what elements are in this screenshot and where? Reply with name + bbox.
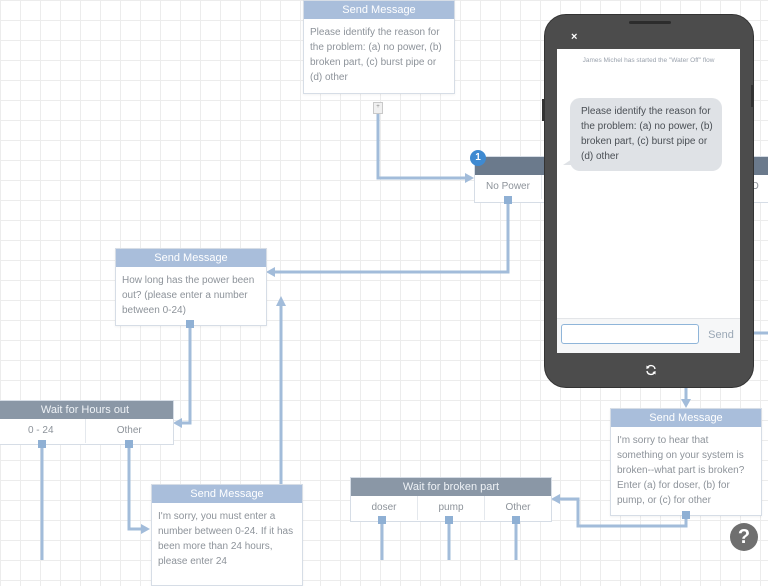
wait-broken-option-doser[interactable]: doser: [351, 496, 418, 520]
node-message-text: How long has the power been out? (please…: [122, 275, 255, 316]
broken-exit-port[interactable]: [682, 511, 690, 519]
wait-broken-option-other[interactable]: Other: [505, 502, 531, 513]
arrow-head-wait-broken: [551, 494, 560, 504]
send-button[interactable]: Send: [708, 329, 734, 341]
node-header: Send Message: [152, 485, 302, 503]
hours-other-exit-port[interactable]: [125, 440, 133, 448]
phone-screen: James Michel has started the "Water Off"…: [557, 49, 740, 353]
message-input[interactable]: [561, 324, 699, 344]
wait-broken-part-node[interactable]: Wait for broken part doser pump Other: [350, 477, 552, 522]
arrow-head-wait-hours: [173, 418, 182, 428]
node-message-text: I'm sorry to hear that something on your…: [617, 435, 745, 506]
flow-started-message: James Michel has started the "Water Off"…: [582, 57, 715, 64]
connector-other-to-sorry: [127, 448, 142, 531]
reset-icon[interactable]: [645, 364, 657, 376]
connector-nopower-to-power-out: [274, 204, 510, 274]
ruleset-option-other[interactable]: O: [751, 181, 759, 192]
phone-side-button: [542, 99, 545, 121]
ruleset-exit-port[interactable]: [504, 196, 512, 204]
node-message-text: I'm sorry, you must enter a number betwe…: [158, 511, 294, 567]
arrow-head-power-out: [266, 267, 275, 277]
pump-exit-port[interactable]: [445, 516, 453, 524]
ruleset-option-no-power[interactable]: No Power: [475, 175, 542, 199]
send-message-identify-node[interactable]: Send Message Please identify the reason …: [303, 0, 455, 94]
hours-range-exit-port[interactable]: [38, 440, 46, 448]
phone-speaker: [629, 21, 671, 24]
help-button[interactable]: ?: [730, 523, 758, 551]
doser-exit-port[interactable]: [378, 516, 386, 524]
connector-identify-to-ruleset: [376, 114, 466, 180]
connector-power-out-to-wait-hours: [180, 328, 192, 425]
message-composer: Send: [557, 318, 740, 353]
wait-hours-node[interactable]: Wait for Hours out 0 - 24 Other: [0, 400, 174, 445]
broken-other-exit-port[interactable]: [512, 516, 520, 524]
node-header: Send Message: [116, 249, 266, 267]
wait-broken-option-pump[interactable]: pump: [418, 496, 485, 520]
arrow-head-broken: [681, 399, 691, 408]
phone-simulator: × James Michel has started the "Water Of…: [542, 14, 754, 388]
arrow-head-sorry: [141, 524, 150, 534]
wait-hours-option-other[interactable]: Other: [116, 425, 142, 436]
close-simulator-icon[interactable]: ×: [571, 31, 578, 43]
send-message-sorry-node[interactable]: Send Message I'm sorry, you must enter a…: [151, 484, 303, 586]
send-message-power-out-node[interactable]: Send Message How long has the power been…: [115, 248, 267, 326]
node-header: Send Message: [611, 409, 761, 427]
bubble-tail: [563, 159, 572, 165]
phone-side-button: [751, 85, 754, 107]
node-message-text: Please identify the reason for the probl…: [310, 27, 442, 83]
wait-hours-option-range[interactable]: 0 - 24: [0, 419, 86, 443]
step-badge: 1: [470, 150, 486, 166]
node-header: Send Message: [304, 1, 454, 19]
arrow-head-power-out-up: [276, 296, 286, 306]
power-out-exit-port[interactable]: [186, 320, 194, 328]
wait-header: Wait for Hours out: [0, 401, 173, 419]
incoming-message-bubble: Please identify the reason for the probl…: [570, 98, 722, 171]
wait-header: Wait for broken part: [351, 478, 551, 496]
node-drag-handle[interactable]: +: [373, 102, 383, 114]
send-message-broken-node[interactable]: Send Message I'm sorry to hear that some…: [610, 408, 762, 516]
arrow-head-ruleset: [465, 173, 474, 183]
